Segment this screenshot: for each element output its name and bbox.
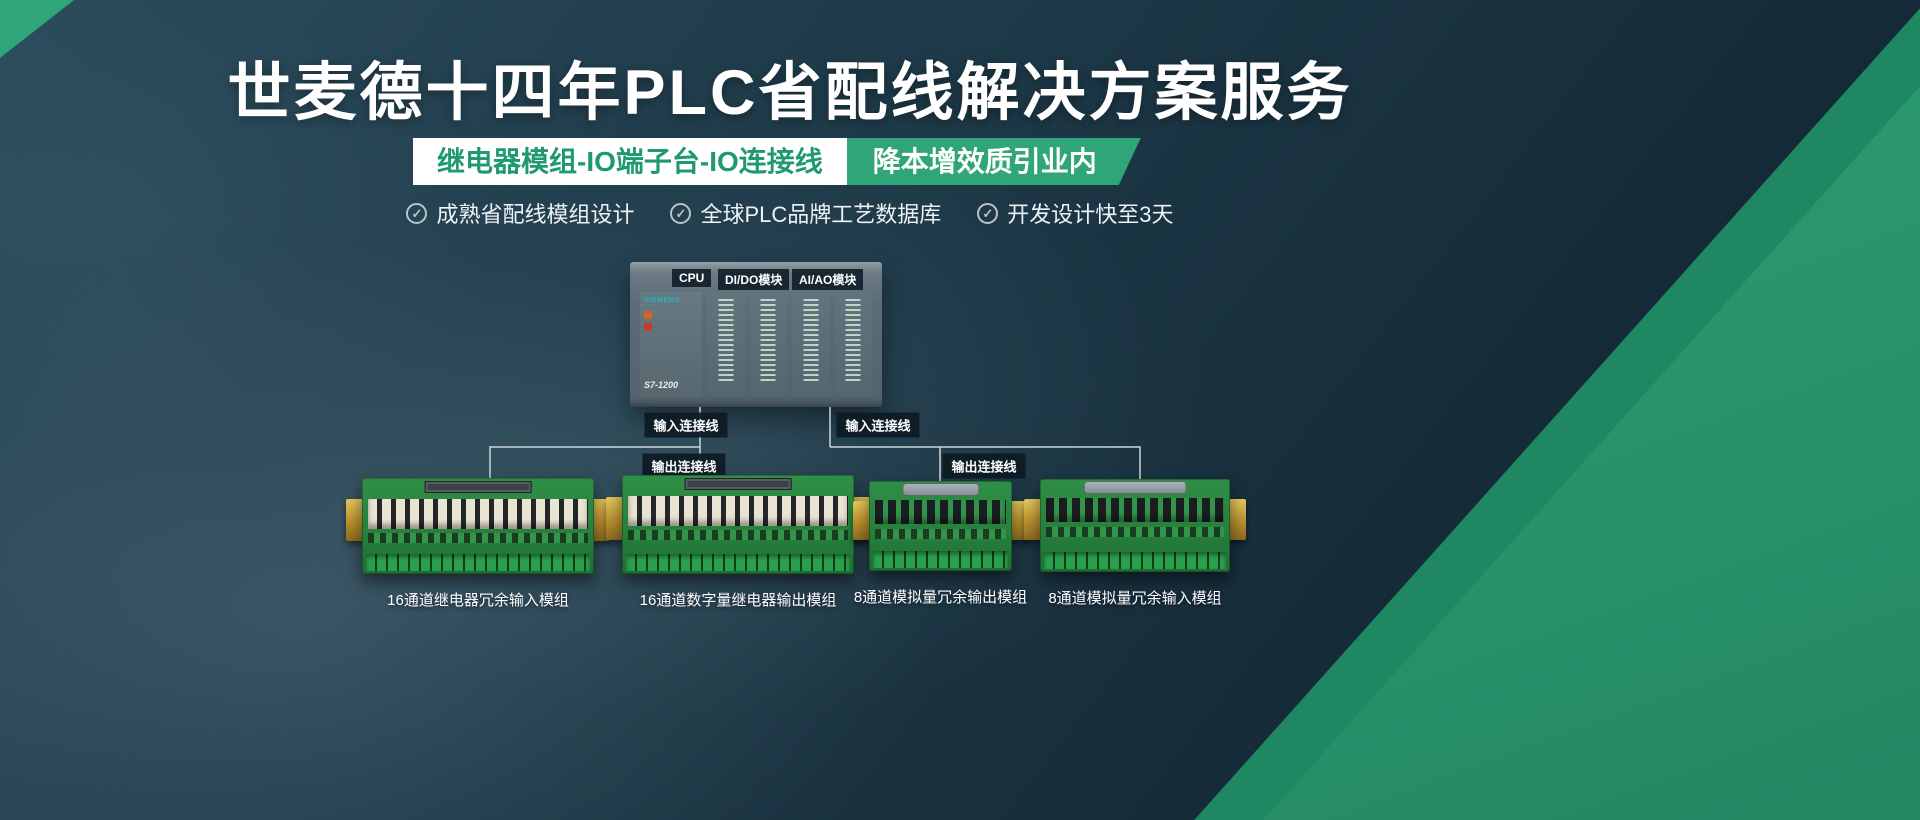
led-strip bbox=[845, 299, 861, 384]
module-image-relay-output-16ch: 16通道数字量继电器输出模组 bbox=[606, 475, 870, 609]
siemens-logo: SIEMENS bbox=[644, 297, 680, 304]
module-caption: 8通道模拟量冗余输入模组 bbox=[1048, 590, 1222, 607]
terminal-strip bbox=[366, 554, 590, 571]
ribbon: 继电器模组-IO端子台-IO连接线 降本增效质引业内 bbox=[413, 138, 1141, 185]
plc-io-module bbox=[792, 292, 830, 397]
wire-label-input-right: 输入连接线 bbox=[836, 412, 920, 438]
led-strip bbox=[803, 299, 819, 384]
module-caption: 8通道模拟量冗余输出模组 bbox=[853, 589, 1028, 606]
corner-triangle-decoration bbox=[0, 0, 74, 58]
component-row bbox=[368, 533, 588, 543]
wire-label-input-left: 输入连接线 bbox=[644, 412, 728, 438]
led-strip bbox=[718, 299, 734, 384]
plc-cpu-section: SIEMENS S7-1200 bbox=[640, 292, 702, 397]
feature-label: 开发设计快至3天 bbox=[1007, 202, 1174, 227]
pcb-board bbox=[1040, 479, 1230, 572]
plc-indicator bbox=[644, 323, 652, 331]
features-row: ✓ 成熟省配线模组设计 ✓ 全球PLC品牌工艺数据库 ✓ 开发设计快至3天 bbox=[0, 197, 1580, 229]
pcb-board bbox=[362, 478, 594, 574]
feature-item: ✓ 成熟省配线模组设计 bbox=[406, 197, 634, 229]
module-caption: 16通道数字量继电器输出模组 bbox=[639, 592, 837, 609]
relay-row bbox=[368, 499, 588, 529]
module-caption: 16通道继电器冗余输入模组 bbox=[387, 592, 569, 609]
feature-item: ✓ 全球PLC品牌工艺数据库 bbox=[670, 197, 941, 229]
component-row bbox=[875, 500, 1006, 524]
plc-io-module bbox=[834, 292, 872, 397]
check-circle-icon: ✓ bbox=[977, 202, 999, 224]
plc-model-label: S7-1200 bbox=[644, 380, 679, 390]
plc-image: CPU DI/DO模块 AI/AO模块 SIEMENS S7-1200 bbox=[630, 262, 882, 407]
feature-label: 全球PLC品牌工艺数据库 bbox=[700, 202, 942, 227]
plc-indicator bbox=[644, 311, 652, 319]
idc-connector bbox=[684, 478, 792, 490]
plc-io-module bbox=[749, 292, 787, 397]
terminal-strip bbox=[1044, 552, 1226, 569]
module-image-analog-output-8ch: 8通道模拟量冗余输出模组 bbox=[853, 481, 1028, 606]
pcb-board bbox=[869, 481, 1012, 571]
idc-connector bbox=[424, 481, 532, 493]
dsub-connector bbox=[901, 483, 980, 496]
module-image-analog-input-8ch: 8通道模拟量冗余输入模组 bbox=[1024, 479, 1246, 607]
wire-label-output-left: 输出连接线 bbox=[642, 453, 726, 479]
terminal-strip bbox=[626, 554, 850, 571]
ribbon-left-label: 继电器模组-IO端子台-IO连接线 bbox=[413, 138, 847, 185]
ribbon-right-label: 降本增效质引业内 bbox=[847, 138, 1141, 185]
component-row bbox=[628, 530, 848, 540]
plc-label-aiao: AI/AO模块 bbox=[792, 269, 864, 290]
terminal-strip bbox=[873, 551, 1008, 568]
relay-row bbox=[628, 496, 848, 526]
pcb-board bbox=[622, 475, 854, 574]
dsub-connector bbox=[1083, 481, 1187, 494]
component-row bbox=[1046, 498, 1224, 522]
plc-label-dido: DI/DO模块 bbox=[718, 269, 790, 290]
plc-label-cpu: CPU bbox=[672, 269, 712, 287]
plc-io-module bbox=[707, 292, 745, 397]
wire-label-output-right: 输出连接线 bbox=[942, 453, 1026, 479]
component-row bbox=[875, 529, 1006, 539]
module-image-relay-input-16ch: 16通道继电器冗余输入模组 bbox=[346, 478, 610, 609]
feature-label: 成熟省配线模组设计 bbox=[436, 202, 635, 227]
component-row bbox=[1046, 527, 1224, 537]
led-strip bbox=[760, 299, 776, 384]
check-circle-icon: ✓ bbox=[406, 202, 428, 224]
main-title: 世麦德十四年PLC省配线解决方案服务 bbox=[227, 58, 1353, 128]
check-circle-icon: ✓ bbox=[670, 202, 692, 224]
feature-item: ✓ 开发设计快至3天 bbox=[977, 197, 1174, 229]
